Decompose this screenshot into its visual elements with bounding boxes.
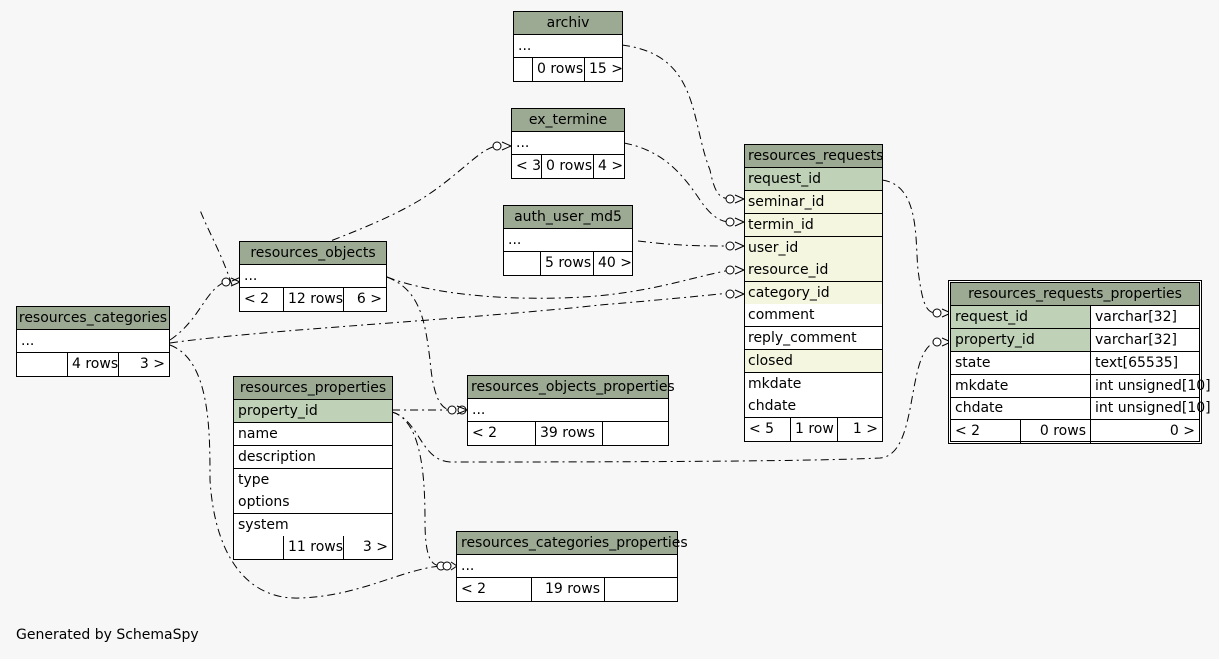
table-resources-objects-properties[interactable]: resources_objects_properties ... < 2 39 … xyxy=(467,375,675,446)
edge-categories-requests xyxy=(169,292,731,344)
edge-objects-rop xyxy=(386,276,453,411)
row-count-bar: 5 rows 40 > xyxy=(504,252,632,275)
edge-properties-rcp xyxy=(391,411,441,567)
table-ex-termine[interactable]: ex_termine ... < 3 0 rows 4 > xyxy=(511,108,625,179)
table-header: resources_categories xyxy=(17,307,169,330)
column-row: category_id xyxy=(745,282,882,305)
column-row: comment xyxy=(745,304,882,327)
edge-requests-rrp xyxy=(881,179,937,314)
edge-archiv-requests xyxy=(621,44,731,200)
table-header: archiv xyxy=(514,12,622,35)
column-row: chdate xyxy=(745,395,882,418)
column-row: options xyxy=(234,491,392,514)
table-body: ... xyxy=(240,265,386,288)
table-header: auth_user_md5 xyxy=(504,206,632,229)
row-count-bar: 4 rows 3 > xyxy=(17,353,169,376)
column-row: request_id varchar[32] xyxy=(951,306,1199,329)
table-body: ... xyxy=(17,330,169,353)
column-row: name xyxy=(234,423,392,446)
row-count-bar: < 3 0 rows 4 > xyxy=(512,155,624,178)
column-row: resource_id xyxy=(745,259,882,282)
edge-categories-rcp xyxy=(169,344,441,599)
column-row: type xyxy=(234,469,392,492)
column-row: system xyxy=(234,514,392,537)
table-body: ... xyxy=(468,399,668,422)
table-resources-properties[interactable]: resources_properties property_id name de… xyxy=(233,376,393,560)
table-header: ex_termine xyxy=(512,109,624,132)
row-count-bar: 0 rows 15 > xyxy=(514,58,623,81)
column-row: mkdate int unsigned[10] xyxy=(951,375,1211,398)
column-row: property_id xyxy=(234,400,392,423)
row-count-bar: < 2 0 rows 0 > xyxy=(951,420,1199,443)
table-resources-categories-properties[interactable]: resources_categories_properties ... < 2 … xyxy=(456,531,688,602)
edge-properties-rrp xyxy=(391,341,937,463)
edge-ex_termine-requests xyxy=(623,142,731,223)
table-archiv[interactable]: archiv ... 0 rows 15 > xyxy=(513,11,623,82)
edge-auth-requests xyxy=(637,240,731,247)
table-resources-objects[interactable]: resources_objects ... < 2 12 rows 6 > xyxy=(239,241,387,312)
table-body: ... xyxy=(504,229,632,252)
table-header: resources_properties xyxy=(234,377,392,400)
row-count-bar: 11 rows 3 > xyxy=(234,536,392,559)
column-row: mkdate xyxy=(745,373,882,396)
column-row: termin_id xyxy=(745,214,882,237)
row-count-bar: < 2 12 rows 6 > xyxy=(240,288,386,311)
table-header: resources_objects xyxy=(240,242,386,265)
table-resources-requests-properties[interactable]: resources_requests_properties request_id… xyxy=(948,280,1211,444)
column-row: request_id xyxy=(745,168,882,191)
table-auth-user-md5[interactable]: auth_user_md5 ... 5 rows 40 > xyxy=(503,205,633,276)
table-header: resources_objects_properties xyxy=(468,376,675,399)
row-count-bar: < 2 39 rows xyxy=(468,422,668,445)
row-count-bar: < 5 1 row 1 > xyxy=(745,418,882,441)
column-row: user_id xyxy=(745,237,882,260)
table-header: resources_requests xyxy=(745,145,883,168)
table-body: ... xyxy=(514,35,622,58)
column-row: property_id varchar[32] xyxy=(951,329,1199,352)
table-resources-requests[interactable]: resources_requests request_id seminar_id… xyxy=(744,144,883,442)
table-body: ... xyxy=(457,555,677,578)
table-resources-categories[interactable]: resources_categories ... 4 rows 3 > xyxy=(16,306,170,377)
footer-credit: Generated by SchemaSpy xyxy=(16,627,199,643)
column-row: reply_comment xyxy=(745,327,882,350)
row-count-bar: < 2 19 rows xyxy=(457,578,677,601)
column-row: chdate int unsigned[10] xyxy=(951,397,1211,420)
column-row: state text[65535] xyxy=(951,352,1199,375)
table-body: ... xyxy=(512,132,624,155)
column-row: seminar_id xyxy=(745,191,882,214)
edge-categories-objects xyxy=(169,281,226,341)
column-row: closed xyxy=(745,350,882,373)
column-row: description xyxy=(234,446,392,469)
edge-objects-requests xyxy=(386,269,731,299)
table-header: resources_requests_properties xyxy=(951,283,1199,306)
table-header: resources_categories_properties xyxy=(457,532,688,555)
